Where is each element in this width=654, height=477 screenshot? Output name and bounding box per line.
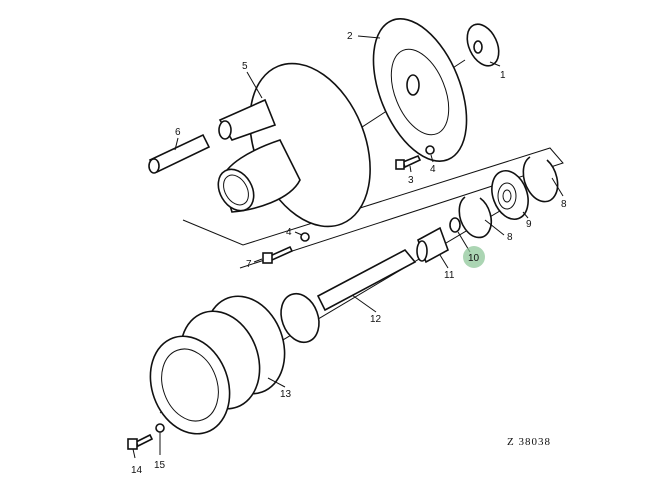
callout-11[interactable]: 11 <box>444 270 455 281</box>
leader-lines <box>132 35 564 459</box>
callout-1[interactable]: 1 <box>500 70 506 81</box>
part-14-bolt[interactable] <box>127 433 154 450</box>
callout-14[interactable]: 14 <box>131 465 143 476</box>
part-4-washer[interactable] <box>425 145 435 155</box>
part-13-pulley[interactable] <box>137 285 298 445</box>
part-8-snap-ring[interactable] <box>522 156 559 203</box>
callout-10[interactable]: 10 <box>468 253 480 264</box>
part-5-housing[interactable] <box>211 46 393 245</box>
callout-7[interactable]: 7 <box>246 259 252 270</box>
part-2-disc[interactable] <box>355 5 485 174</box>
part-15-washer[interactable] <box>155 423 165 433</box>
callout-highlight <box>463 246 485 268</box>
assembly-bracket <box>182 147 564 269</box>
callout-15[interactable]: 15 <box>154 460 166 471</box>
callout-3[interactable]: 3 <box>408 175 414 186</box>
part-3-bolt[interactable] <box>395 154 422 170</box>
part-1-seal[interactable] <box>461 19 505 71</box>
part-8-snap-ring[interactable] <box>458 196 493 239</box>
part-12-shaft[interactable] <box>275 248 417 348</box>
callout-4[interactable]: 4 <box>286 227 292 238</box>
part-10-shim[interactable] <box>449 217 461 233</box>
part-9-bearing[interactable] <box>485 166 534 225</box>
callout-2[interactable]: 2 <box>347 31 353 42</box>
callout-8[interactable]: 8 <box>561 199 567 210</box>
callout-12[interactable]: 12 <box>370 314 382 325</box>
part-11-sleeve[interactable] <box>416 226 449 264</box>
callout-8[interactable]: 8 <box>507 232 513 243</box>
callout-4[interactable]: 4 <box>430 164 436 175</box>
callout-6[interactable]: 6 <box>175 127 181 138</box>
callout-13[interactable]: 13 <box>280 389 292 400</box>
part-4-washer[interactable] <box>300 232 310 242</box>
drawing-reference-number: Z 38038 <box>507 436 551 448</box>
part-7-bolt[interactable] <box>262 245 294 264</box>
callout-9[interactable]: 9 <box>526 219 532 230</box>
part-6-pin[interactable] <box>148 133 211 174</box>
callout-5[interactable]: 5 <box>242 61 248 72</box>
